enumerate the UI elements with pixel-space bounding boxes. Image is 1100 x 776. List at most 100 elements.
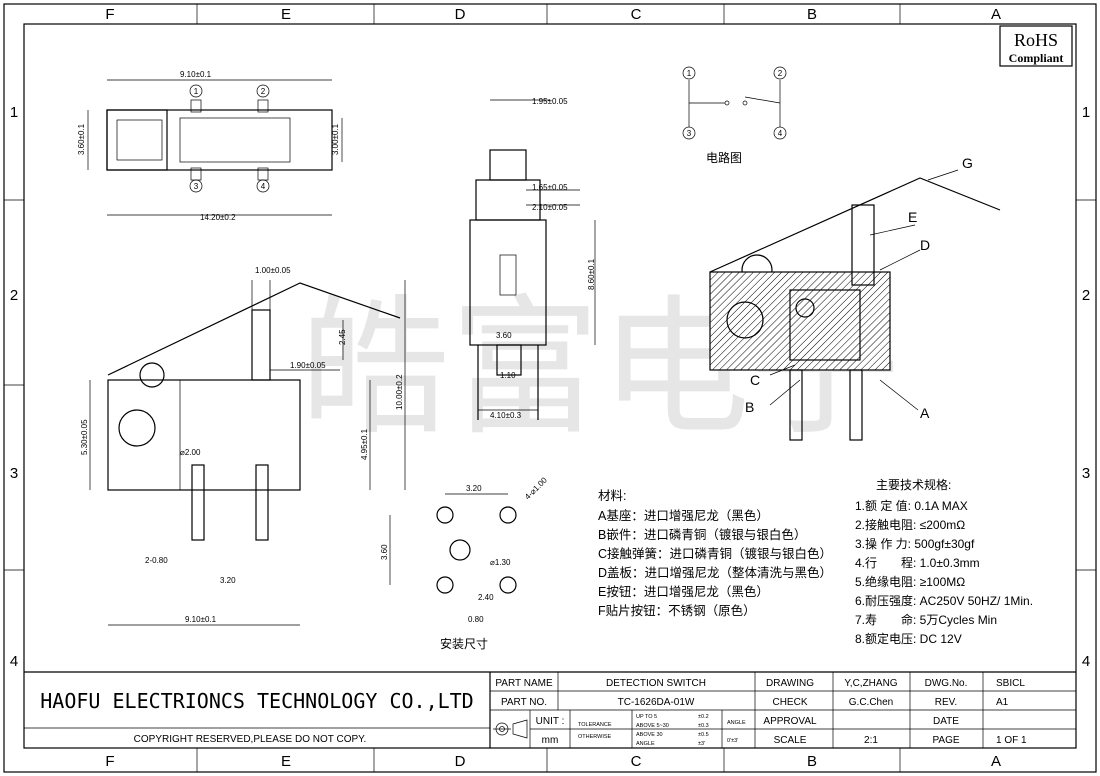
pin: 1 (194, 87, 199, 96)
dim: 1.65±0.05 (532, 183, 568, 192)
col-f: F (105, 6, 114, 23)
circuit-pin: 4 (778, 129, 783, 138)
otherwise-label: OTHERWISE (578, 734, 612, 740)
label-g: G (962, 155, 973, 171)
company-name: HAOFU ELECTRIONCS TECHNOLOGY CO.,LTD (40, 689, 473, 713)
copyright: COPYRIGHT RESERVED,PLEASE DO NOT COPY. (134, 734, 367, 745)
dim: 4.10±0.3 (490, 411, 522, 420)
col-a-bottom: A (991, 753, 1001, 770)
tol-range: UP TO 5 (636, 714, 657, 720)
label-d: D (920, 237, 930, 253)
part-name-label: PART NAME (495, 678, 553, 689)
dim: 3.60±0.1 (77, 123, 86, 155)
front-view-dims: 1.95±0.05 1.65±0.05 2.10±0.05 8.60±0.1 3… (490, 97, 596, 420)
dim: 3.60 (380, 544, 389, 560)
label-e: E (908, 209, 917, 225)
tol-range: ABOVE 30 (636, 732, 663, 738)
dim: 2-0.80 (145, 556, 168, 565)
col-c-bottom: C (631, 753, 642, 770)
rohs-badge: RoHS Compliant (999, 25, 1073, 67)
dim: 0.80 (468, 615, 484, 624)
spec-item: 1.额 定 值: 0.1A MAX (855, 498, 968, 513)
spec-item: 2.接触电阻: ≤200mΩ (855, 517, 965, 532)
col-f-bottom: F (105, 753, 114, 770)
rev-label: REV. (935, 697, 957, 708)
date-label: DATE (933, 716, 959, 727)
tol-range: ABOVE 5~30 (636, 723, 669, 729)
circuit-diagram: 1 2 3 4 电路图 (682, 66, 787, 165)
page-label: PAGE (932, 735, 959, 746)
unit: mm (542, 735, 559, 746)
spec-item: 8.额定电压: DC 12V (855, 631, 962, 646)
dim: 1.95±0.05 (532, 97, 568, 106)
mounting-title: 安装尺寸 (440, 636, 488, 651)
tol-value: ±0.5 (698, 732, 709, 738)
dim: 10.00±0.2 (395, 374, 404, 410)
col-d: D (455, 6, 466, 23)
top-view-pins: 1 2 3 4 (189, 84, 270, 193)
rohs-text: RoHS (1014, 30, 1058, 50)
dim: 14.20±0.2 (200, 213, 236, 222)
top-view-dims: 9.10±0.1 3.60±0.1 3.00±0.1 14.20±0.2 (77, 70, 340, 222)
col-c: C (631, 6, 642, 23)
top-view: 9.10±0.1 3.60±0.1 3.00±0.1 14.20±0.2 1 2… (77, 70, 343, 222)
rev: A1 (996, 697, 1009, 708)
dim: 3.00±0.1 (331, 123, 340, 155)
drawing-label: DRAWING (766, 678, 814, 689)
tol-value: ±0.3 (698, 723, 709, 729)
spec-item: 3.操 作 力: 500gf±30gf (855, 536, 975, 551)
specs-list: 主要技术规格: 1.额 定 值: 0.1A MAX 2.接触电阻: ≤200mΩ… (855, 477, 1033, 646)
checked-by: G.C.Chen (849, 697, 893, 708)
dim: 9.10±0.1 (180, 70, 212, 79)
rohs-compliant: Compliant (1009, 51, 1064, 65)
dim: ⌀2.00 (180, 448, 201, 457)
tol-value: ±3' (698, 741, 705, 747)
specs-title: 主要技术规格: (876, 477, 951, 492)
section-view: G E D C B A (709, 155, 1001, 441)
dim: 9.10±0.1 (185, 615, 217, 624)
spec-item: 4.行 程: 1.0±0.3mm (855, 555, 980, 570)
row-1: 1 (10, 104, 18, 121)
col-e-bottom: E (281, 753, 291, 770)
dim: 3.20 (466, 484, 482, 493)
label-c: C (750, 372, 760, 388)
dim: 5.30±0.05 (80, 419, 89, 455)
label-b: B (745, 399, 754, 415)
row-4: 4 (10, 653, 18, 670)
dwg-no: SBICL (996, 678, 1025, 689)
projection-symbol-icon (493, 719, 528, 739)
circuit-pin: 3 (687, 129, 692, 138)
check-label: CHECK (772, 697, 807, 708)
circuit-pin: 1 (687, 69, 692, 78)
circuit-pin: 2 (778, 69, 783, 78)
material-item: D盖板：进口增强尼龙（整体清洗与黑色） (598, 565, 832, 580)
column-labels: F E D C B A F E D C B A (105, 6, 1001, 770)
material-item: C接触弹簧：进口磷青铜（镀银与银白色） (598, 546, 832, 561)
dwg-label: DWG.No. (925, 678, 968, 689)
dim: 1.00±0.05 (255, 266, 291, 275)
col-a: A (991, 6, 1001, 23)
tol-range: ANGLE (636, 741, 655, 747)
row-2-right: 2 (1082, 287, 1090, 304)
pin: 4 (261, 182, 266, 191)
front-view: 1.95±0.05 1.65±0.05 2.10±0.05 8.60±0.1 3… (469, 97, 596, 420)
row-4-right: 4 (1082, 653, 1090, 670)
material-item: E按钮：进口增强尼龙（黑色） (598, 584, 769, 599)
tolerance-label: TOLERANCE (578, 722, 612, 728)
col-b: B (807, 6, 817, 23)
material-item: B嵌件：进口磷青铜（镀银与银白色） (598, 527, 806, 542)
row-3-right: 3 (1082, 465, 1090, 482)
side-view-dims: 1.00±0.05 2.45 1.90±0.05 10.00±0.2 4.95±… (80, 266, 404, 624)
dim: ⌀1.30 (490, 558, 511, 567)
row-labels: 1 2 3 4 1 2 3 4 (10, 104, 1090, 670)
scale-label: SCALE (774, 735, 807, 746)
material-item: F贴片按钮：不锈钢（原色） (598, 603, 756, 618)
tol-value: ±0.2 (698, 714, 709, 720)
dim: 2.45 (338, 329, 347, 345)
col-b-bottom: B (807, 753, 817, 770)
part-no: TC-1626DA-01W (618, 697, 695, 708)
materials-list: 材料: A基座：进口增强尼龙（黑色） B嵌件：进口磷青铜（镀银与银白色） C接触… (598, 489, 832, 618)
dim: 1.90±0.05 (290, 361, 326, 370)
materials-title: 材料: (598, 489, 626, 503)
